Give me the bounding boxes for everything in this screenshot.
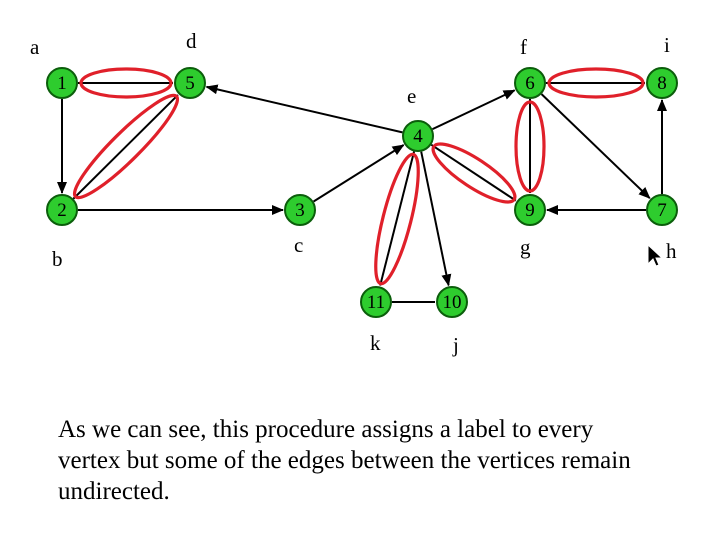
vertex-node-8: 8 <box>646 67 678 99</box>
directed-edge-4-6 <box>432 89 516 131</box>
vertex-circle <box>514 67 546 99</box>
caption-text: As we can see, this procedure assigns a … <box>58 414 708 507</box>
vertex-letter-j: j <box>452 333 459 357</box>
undirected-edge-4-11 <box>379 151 416 286</box>
vertex-node-5: 5 <box>174 67 206 99</box>
vertex-number-label: 7 <box>657 200 667 221</box>
vertex-letter-b: b <box>52 247 63 271</box>
vertex-circle <box>646 194 678 226</box>
vertex-letter-c: c <box>294 233 303 257</box>
caption-line-3: undirected. <box>58 478 170 505</box>
directed-edge-3-4 <box>313 144 405 203</box>
caption-line-1: As we can see, this procedure assigns a … <box>58 416 594 443</box>
caption-line-2: vertex but some of the edges between the… <box>58 447 631 474</box>
highlight-oval-6-8 <box>547 67 645 99</box>
highlight-oval-2-5 <box>72 93 180 200</box>
vertex-letter-d: d <box>186 29 197 53</box>
vertex-number-label: 10 <box>443 292 462 313</box>
directed-edge-4-10 <box>420 151 452 287</box>
vertex-node-7: 7 <box>646 194 678 226</box>
vertex-number-label: 9 <box>525 200 535 221</box>
vertex-number-label: 5 <box>185 73 195 94</box>
highlight-oval-4-11 <box>374 152 420 286</box>
undirected-edge-4-9 <box>430 143 517 202</box>
vertex-node-2: 2 <box>46 194 78 226</box>
mouse-cursor-icon <box>647 244 664 267</box>
vertex-number-label: 1 <box>57 73 67 94</box>
vertex-circle <box>646 67 678 99</box>
highlight-oval-6-9 <box>514 100 546 193</box>
graph-diagram: 1 2 3 4 5 6 7 8 9 10 11 a b c d e f g h i j k <box>30 29 678 357</box>
vertex-circle <box>46 67 78 99</box>
vertex-node-10: 10 <box>436 286 468 318</box>
vertex-circle <box>360 286 392 318</box>
vertex-circle <box>46 194 78 226</box>
vertex-circle <box>402 120 434 152</box>
vertex-node-11: 11 <box>360 286 392 318</box>
vertex-node-9: 9 <box>514 194 546 226</box>
vertex-letter-f: f <box>520 35 527 59</box>
vertex-circle <box>174 67 206 99</box>
vertex-number-label: 3 <box>295 200 305 221</box>
vertex-node-3: 3 <box>284 194 316 226</box>
vertex-node-1: 1 <box>46 67 78 99</box>
undirected-edge-2-5 <box>72 94 179 200</box>
directed-edge-4-5 <box>205 84 403 134</box>
vertex-node-4: 4 <box>402 120 434 152</box>
vertex-letter-g: g <box>520 235 531 259</box>
vertex-number-label: 8 <box>657 73 667 94</box>
vertex-circle <box>284 194 316 226</box>
highlight-oval-4-9 <box>431 142 517 204</box>
vertex-node-6: 6 <box>514 67 546 99</box>
vertex-letter-a: a <box>30 35 40 59</box>
vertex-letter-e: e <box>407 84 416 108</box>
vertex-circle <box>514 194 546 226</box>
directed-edge-6-7 <box>540 93 651 199</box>
highlight-oval-1-5 <box>79 67 173 99</box>
vertex-number-label: 6 <box>525 73 535 94</box>
vertex-number-label: 4 <box>413 126 423 147</box>
vertex-letter-k: k <box>370 331 381 355</box>
vertex-number-label: 11 <box>367 292 385 313</box>
vertex-circle <box>436 286 468 318</box>
vertex-letter-h: h <box>666 239 677 263</box>
vertex-letter-i: i <box>664 33 670 57</box>
vertex-number-label: 2 <box>57 200 67 221</box>
